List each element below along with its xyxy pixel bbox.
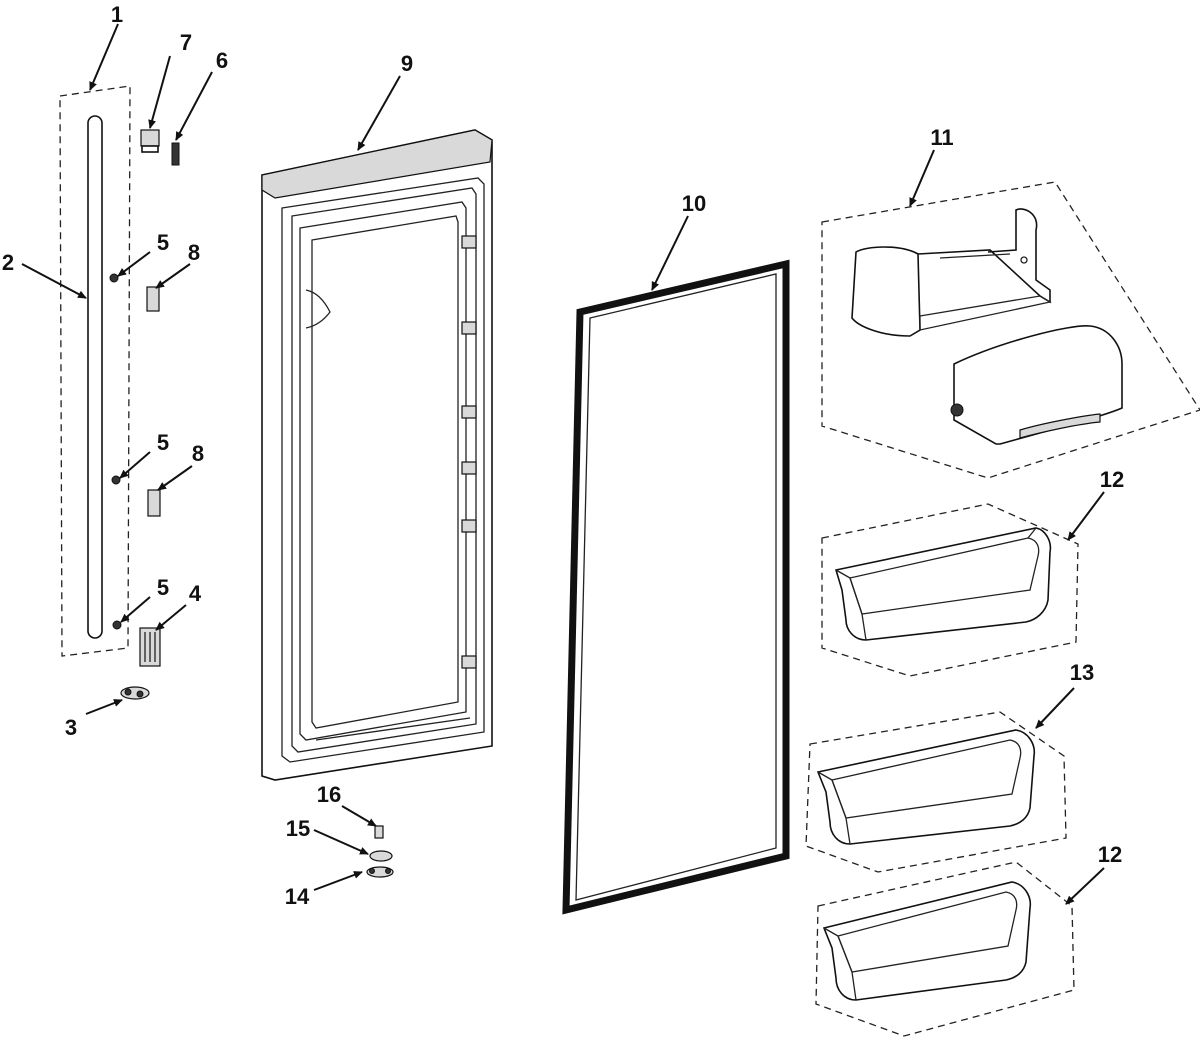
pin-part	[171, 142, 180, 166]
callout-12-upper: 12	[1100, 467, 1124, 492]
door-bin-group-upper	[821, 503, 1079, 677]
handle-rod-part	[87, 115, 103, 639]
callout-3: 3	[65, 715, 77, 740]
door-bin-group-lower	[815, 861, 1075, 1037]
callout-1: 1	[111, 2, 123, 27]
callout-2: 2	[2, 250, 14, 275]
callout-4: 4	[189, 581, 202, 606]
hinge-small-parts	[366, 825, 394, 878]
callout-7: 7	[180, 30, 192, 55]
callout-8-lower: 8	[192, 441, 204, 466]
pin-16-part	[374, 825, 384, 839]
callout-9: 9	[401, 51, 413, 76]
leader-lines	[21, 23, 1105, 905]
callout-labels: 1 2 3 4 5 5 5 6 7 8 8 9 10 11 12 13 12 1…	[2, 2, 1124, 909]
callout-12-lower: 12	[1098, 842, 1122, 867]
door-bin-group-middle	[805, 711, 1067, 873]
screw-part-lower	[112, 620, 122, 630]
callout-13: 13	[1070, 660, 1094, 685]
washer-15-part	[369, 850, 393, 862]
callout-16: 16	[317, 782, 341, 807]
callout-6: 6	[216, 48, 228, 73]
upper-bin-assembly-group	[821, 181, 1200, 479]
callout-11: 11	[930, 125, 953, 150]
callout-5-lower: 5	[157, 575, 169, 600]
door-part	[261, 129, 493, 781]
bracket-part-lower	[147, 489, 161, 517]
callout-5-middle: 5	[157, 430, 169, 455]
cap-part	[140, 129, 160, 147]
callout-8-upper: 8	[188, 240, 200, 265]
callout-15: 15	[286, 816, 310, 841]
handle-assembly-group	[59, 85, 180, 667]
screw-part-upper	[109, 273, 119, 283]
bracket-part-upper	[146, 286, 160, 312]
callout-14: 14	[285, 884, 310, 909]
hinge-part	[120, 686, 150, 700]
gasket-part	[562, 259, 790, 915]
callout-10: 10	[682, 191, 706, 216]
screw-part-middle	[111, 475, 121, 485]
callout-5-upper: 5	[157, 230, 169, 255]
